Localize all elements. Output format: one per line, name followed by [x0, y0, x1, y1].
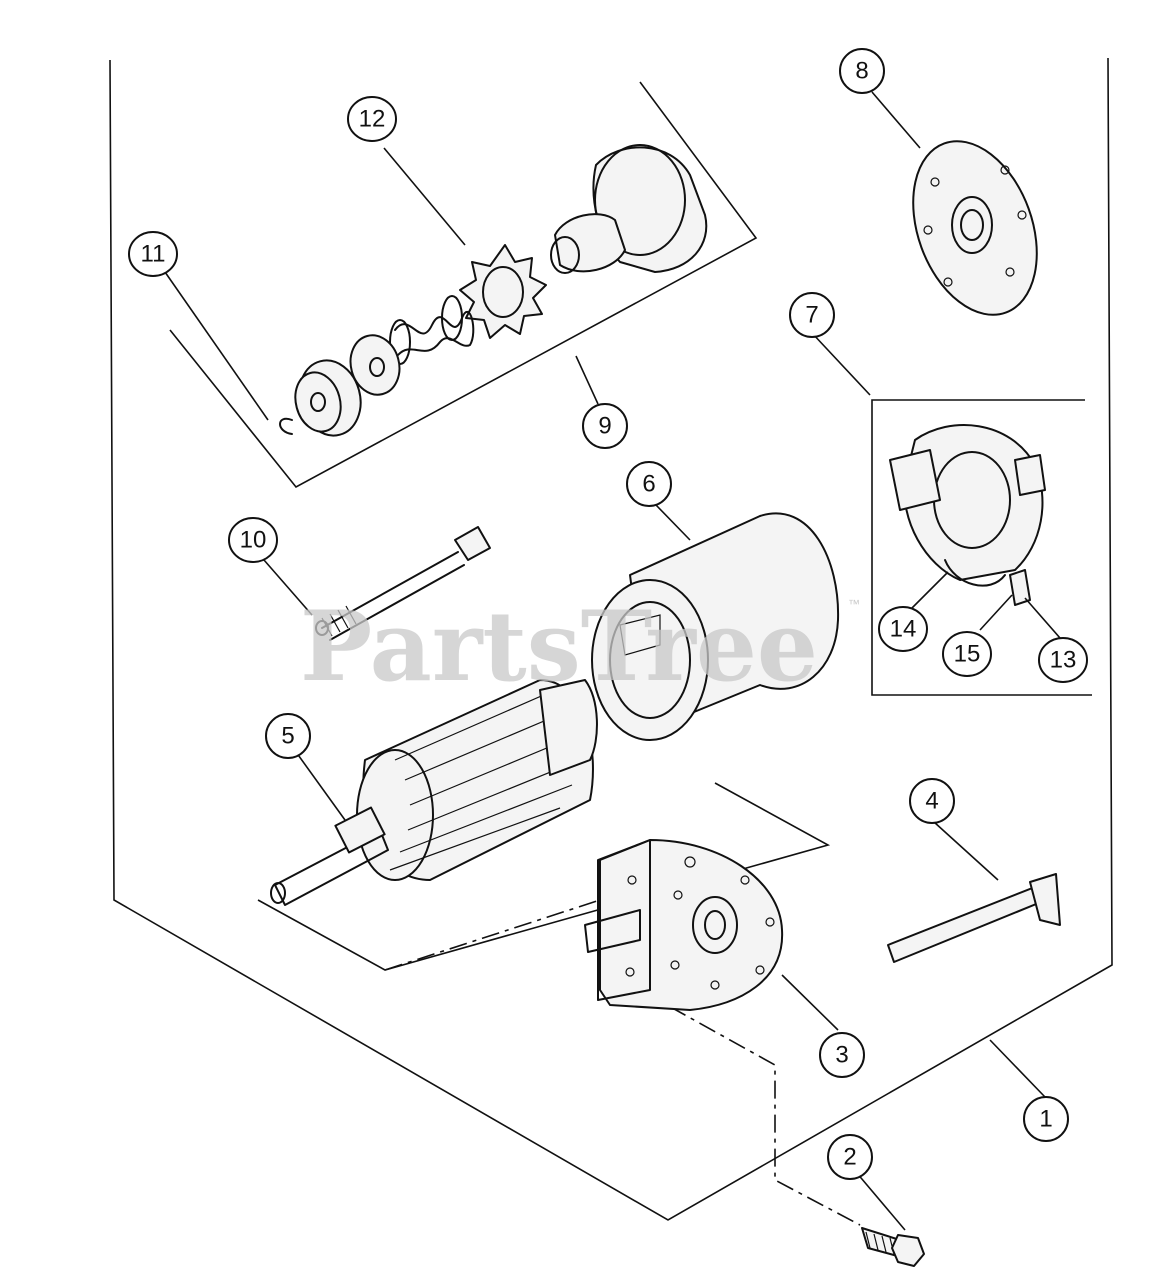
- watermark-text: PartsTree: [300, 590, 818, 703]
- leader-lines: [164, 91, 1061, 1231]
- callout-9[interactable]: 9: [582, 403, 628, 449]
- callout-11-label: 11: [141, 241, 166, 268]
- callout-10[interactable]: 10: [228, 517, 278, 563]
- strap-part: [887, 873, 1061, 963]
- assembly-axis-lines: [384, 899, 861, 1226]
- callout-7[interactable]: 7: [789, 292, 835, 338]
- callout-6[interactable]: 6: [626, 461, 672, 507]
- callout-2-label: 2: [843, 1144, 856, 1171]
- callout-9-label: 9: [598, 413, 611, 440]
- callout-12-label: 12: [359, 106, 386, 133]
- callout-10-label: 10: [240, 527, 267, 554]
- callout-7-label: 7: [805, 302, 818, 329]
- callout-3-label: 3: [835, 1042, 848, 1069]
- mounting-bracket-part: [584, 839, 784, 1011]
- callout-12[interactable]: 12: [347, 96, 397, 142]
- callout-3[interactable]: 3: [819, 1032, 865, 1078]
- callout-4-label: 4: [925, 788, 938, 815]
- armature-part: [270, 679, 598, 906]
- retaining-ring-part: [279, 417, 293, 435]
- callout-6-label: 6: [642, 471, 655, 498]
- callout-13[interactable]: 13: [1038, 637, 1088, 683]
- watermark-trademark: ™: [848, 597, 860, 611]
- washer-part: [349, 334, 401, 396]
- callout-5[interactable]: 5: [265, 713, 311, 759]
- brush-holder-box: [871, 399, 1092, 696]
- mounting-bolt-part: [861, 1227, 925, 1267]
- brush-holder-part: [889, 424, 1046, 606]
- clutch-drive-part: [550, 144, 708, 274]
- callout-11[interactable]: 11: [128, 231, 178, 277]
- pinion-gear-part: [459, 244, 547, 339]
- callout-14[interactable]: 14: [878, 606, 928, 652]
- assembly-outline: [109, 57, 1113, 1221]
- collar-part: [294, 359, 362, 437]
- callout-8-label: 8: [855, 58, 868, 85]
- callout-14-label: 14: [890, 616, 917, 643]
- callout-8[interactable]: 8: [839, 48, 885, 94]
- callouts: 1 2 3 4 5 6 7 8: [128, 48, 1088, 1180]
- end-cap-part: [912, 140, 1038, 316]
- callout-15[interactable]: 15: [942, 631, 992, 677]
- drive-assembly-box: [169, 81, 758, 489]
- callout-1[interactable]: 1: [1023, 1096, 1069, 1142]
- watermark: PartsTree ™: [300, 590, 860, 703]
- through-bolt-part: [315, 526, 491, 641]
- callout-15-label: 15: [954, 641, 981, 668]
- callout-5-label: 5: [281, 723, 294, 750]
- callout-4[interactable]: 4: [909, 778, 955, 824]
- spring-part: [389, 295, 475, 365]
- field-housing-part: [591, 512, 840, 741]
- callout-1-label: 1: [1039, 1106, 1052, 1133]
- callout-2[interactable]: 2: [827, 1134, 873, 1180]
- callout-13-label: 13: [1050, 647, 1077, 674]
